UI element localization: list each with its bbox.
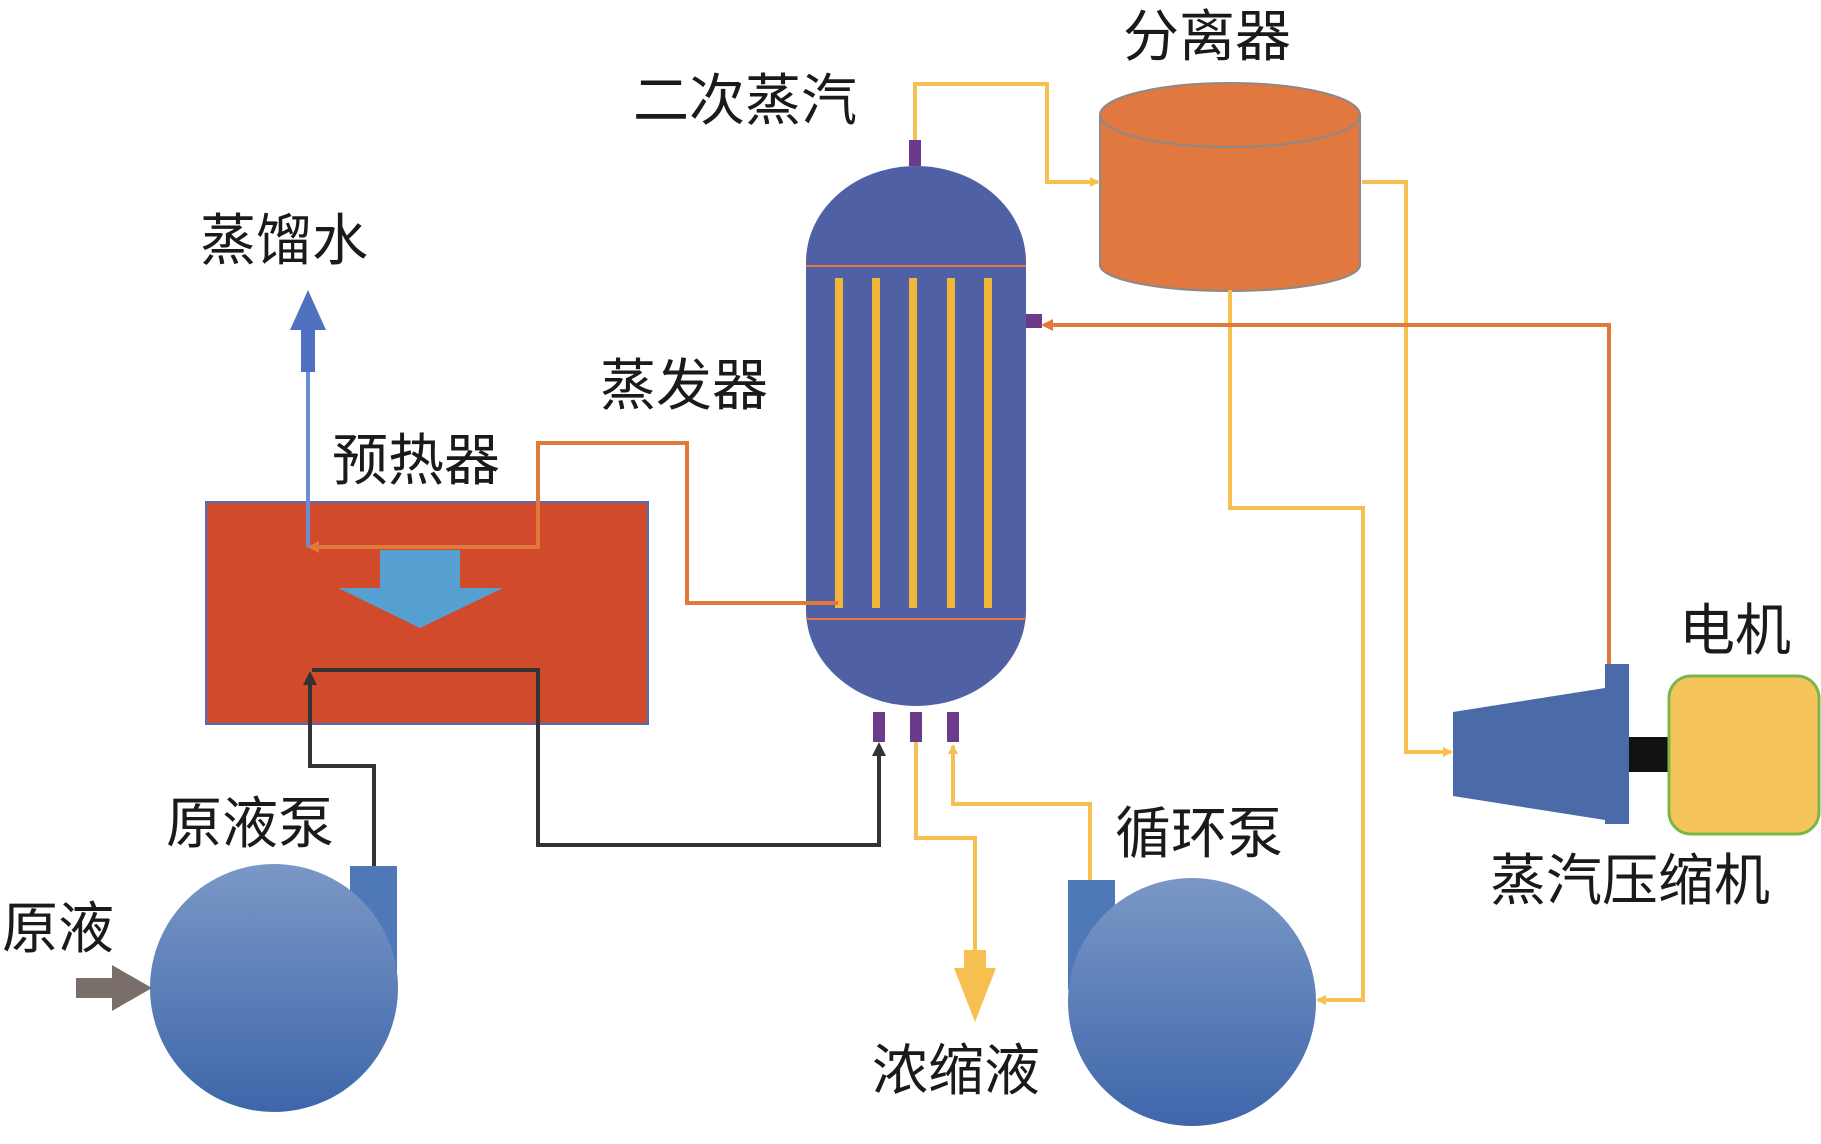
label-circulation-pump: 循环泵 bbox=[1115, 802, 1283, 867]
pipe-condensate-to-preheater bbox=[307, 441, 838, 605]
feed-pump bbox=[150, 864, 398, 1112]
pipe-secondary-steam bbox=[913, 82, 1100, 187]
label-distilled-water: 蒸馏水 bbox=[200, 209, 368, 274]
pipe-circulation-to-evaporator bbox=[948, 744, 1092, 880]
label-separator: 分离器 bbox=[1123, 5, 1291, 70]
pipe-feed-to-preheater bbox=[303, 671, 376, 866]
pipe-concentrate-out bbox=[914, 742, 977, 950]
pipe-compressed-steam bbox=[1041, 319, 1611, 664]
distilled-water-arrow bbox=[290, 290, 326, 372]
label-secondary-steam: 二次蒸汽 bbox=[633, 69, 857, 134]
pipe-separator-to-compressor bbox=[1362, 180, 1453, 757]
pipe-separator-to-circulation-pump bbox=[1228, 290, 1365, 1005]
vapor-compressor bbox=[1453, 664, 1669, 824]
compressor-shaft bbox=[1629, 737, 1669, 772]
evaporator-nozzles bbox=[873, 140, 1042, 742]
evaporator-tube-bundle bbox=[835, 278, 992, 608]
preheater-box bbox=[205, 501, 649, 725]
circulation-pump bbox=[1068, 878, 1316, 1126]
feed-liquid-inlet-arrow bbox=[76, 965, 152, 1011]
separator-vessel bbox=[1099, 82, 1361, 292]
pipe-preheater-to-evaporator bbox=[312, 668, 886, 847]
label-vapor-compressor: 蒸汽压缩机 bbox=[1490, 849, 1770, 914]
label-feed-liquid: 原液 bbox=[2, 897, 114, 962]
evaporator-vessel bbox=[806, 140, 1042, 742]
label-preheater: 预热器 bbox=[332, 429, 500, 494]
label-feed-pump: 原液泵 bbox=[166, 792, 334, 857]
concentrate-outlet-arrow bbox=[954, 950, 996, 1022]
label-evaporator: 蒸发器 bbox=[600, 354, 768, 419]
label-concentrate: 浓缩液 bbox=[872, 1039, 1040, 1104]
motor-box bbox=[1667, 674, 1821, 836]
preheater-heat-arrow bbox=[338, 550, 503, 628]
label-motor: 电机 bbox=[1679, 599, 1791, 664]
